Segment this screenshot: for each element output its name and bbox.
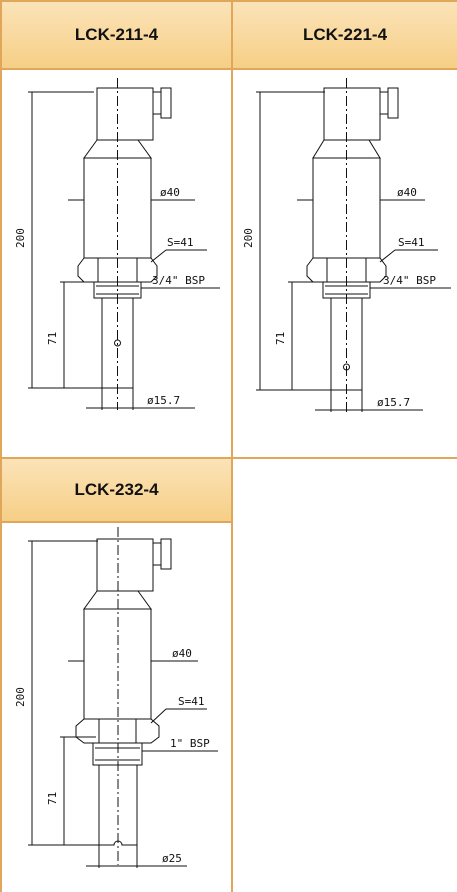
model-header-1: LCK-211-4 xyxy=(2,2,231,68)
model-header-3: LCK-232-4 xyxy=(2,459,231,521)
dim-thread: 3/4" BSP xyxy=(383,274,436,287)
dim-hex: S=41 xyxy=(398,236,425,249)
grid-line xyxy=(0,68,457,70)
model-header-2: LCK-221-4 xyxy=(233,2,457,68)
grid-line xyxy=(0,521,233,523)
model-name: LCK-221-4 xyxy=(302,25,388,44)
dim-hex: S=41 xyxy=(167,236,194,249)
dim-probe-dia: ø15.7 xyxy=(147,394,180,407)
model-name: LCK-211-4 xyxy=(74,25,159,44)
drawing-lck-221-4: 200 71 ø40 S=41 3/4" BSP ø15.7 xyxy=(242,78,451,412)
dim-probe-dia: ø15.7 xyxy=(377,396,410,409)
dim-height: 200 xyxy=(14,228,27,248)
dim-body-dia: ø40 xyxy=(160,186,180,199)
grid-line xyxy=(0,0,457,2)
dim-body-dia: ø40 xyxy=(172,647,192,660)
dim-insertion: 71 xyxy=(46,332,59,345)
model-name: LCK-232-4 xyxy=(74,480,159,499)
dim-insertion: 71 xyxy=(46,792,59,805)
dim-height: 200 xyxy=(242,228,255,248)
dim-thread: 1" BSP xyxy=(170,737,210,750)
dim-insertion: 71 xyxy=(274,332,287,345)
dim-height: 200 xyxy=(14,687,27,707)
dim-hex: S=41 xyxy=(178,695,205,708)
grid-line xyxy=(231,0,233,892)
dim-body-dia: ø40 xyxy=(397,186,417,199)
grid-line xyxy=(0,0,2,892)
grid-line xyxy=(0,457,457,459)
drawing-lck-211-4: 200 71 ø40 S=41 3/4" BSP ø15.7 xyxy=(14,78,220,410)
dim-thread: 3/4" BSP xyxy=(152,274,205,287)
drawing-lck-232-4: 200 71 ø40 S=41 1" BSP ø25 xyxy=(14,527,218,868)
dim-probe-dia: ø25 xyxy=(162,852,182,865)
